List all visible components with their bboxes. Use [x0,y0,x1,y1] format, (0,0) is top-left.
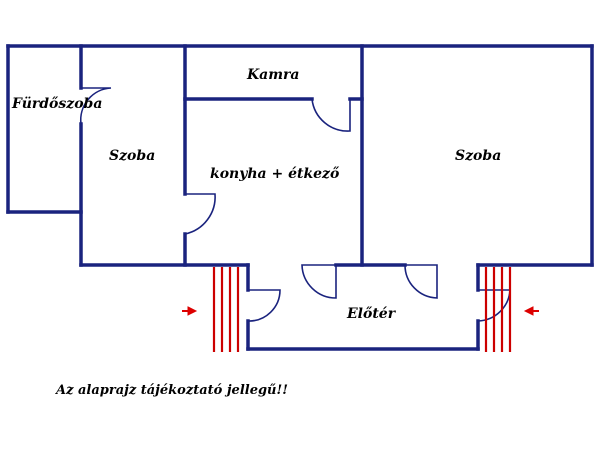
disclaimer-note: Az alaprajz tájékoztató jellegű!! [56,383,288,398]
entrance-arrow-right [523,306,539,316]
door-swings [79,87,511,322]
label-furdoszoba: Fürdőszoba [11,96,102,112]
entrance-arrow-left [182,306,198,316]
door-konyha-bottom [301,264,337,299]
label-eloter: Előtér [346,306,397,322]
label-szoba-right: Szoba [455,148,501,164]
door-bathroom [79,87,112,125]
door-konyha [184,193,216,235]
door-kamra [311,98,351,132]
door-szoba-right [404,264,438,299]
stairs-right [484,267,512,352]
walls [6,44,594,351]
label-konyha: konyha + étkező [210,166,340,182]
door-entrance-left [247,289,281,322]
label-kamra: Kamra [246,67,300,83]
label-szoba-left: Szoba [109,148,155,164]
stairs-left [212,267,240,352]
